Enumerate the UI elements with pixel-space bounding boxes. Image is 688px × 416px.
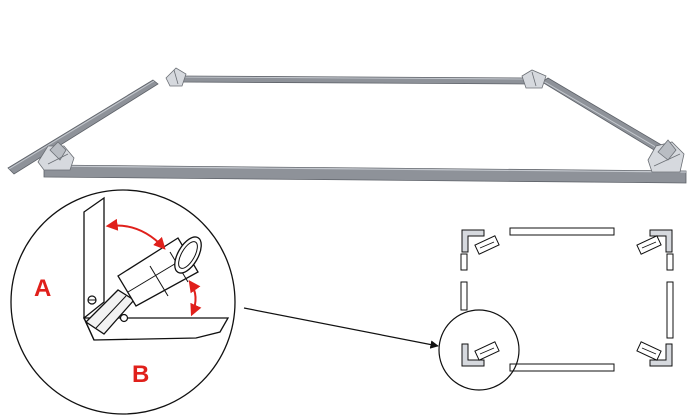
plan-highlight-circle xyxy=(438,309,520,391)
connector-front-left xyxy=(37,141,75,171)
plan-rail-left-top xyxy=(460,253,468,271)
back-rail xyxy=(179,75,529,85)
magnified-detail: A B xyxy=(10,189,236,415)
perspective-frame xyxy=(7,67,687,184)
angle-arrow-b xyxy=(188,280,202,317)
plan-corner-top-left xyxy=(461,229,500,255)
angle-arrow-a xyxy=(105,218,166,250)
vertical-plate xyxy=(83,196,105,320)
front-rail xyxy=(43,164,687,184)
connector-back-right xyxy=(521,69,547,89)
right-rail xyxy=(541,77,671,157)
plan-view xyxy=(438,227,674,391)
callout-label-b: B xyxy=(132,361,149,388)
plan-rail-right-mid xyxy=(666,281,674,339)
leader-arrow xyxy=(243,307,439,349)
callout-label-a: A xyxy=(34,275,51,302)
connector-front-right xyxy=(647,139,685,173)
plan-corner-bottom-left xyxy=(461,341,500,367)
plan-rail-right-top xyxy=(666,253,674,271)
plan-rail-left-mid xyxy=(460,281,468,311)
plan-rail-top xyxy=(509,227,615,236)
connector-back-left xyxy=(165,67,187,87)
plan-rail-bottom xyxy=(509,363,615,372)
left-rail xyxy=(7,79,159,175)
connector-bolt xyxy=(119,313,129,323)
plan-corner-bottom-right xyxy=(636,341,673,367)
plan-corner-top-right xyxy=(636,229,673,255)
angled-tube xyxy=(117,236,202,307)
